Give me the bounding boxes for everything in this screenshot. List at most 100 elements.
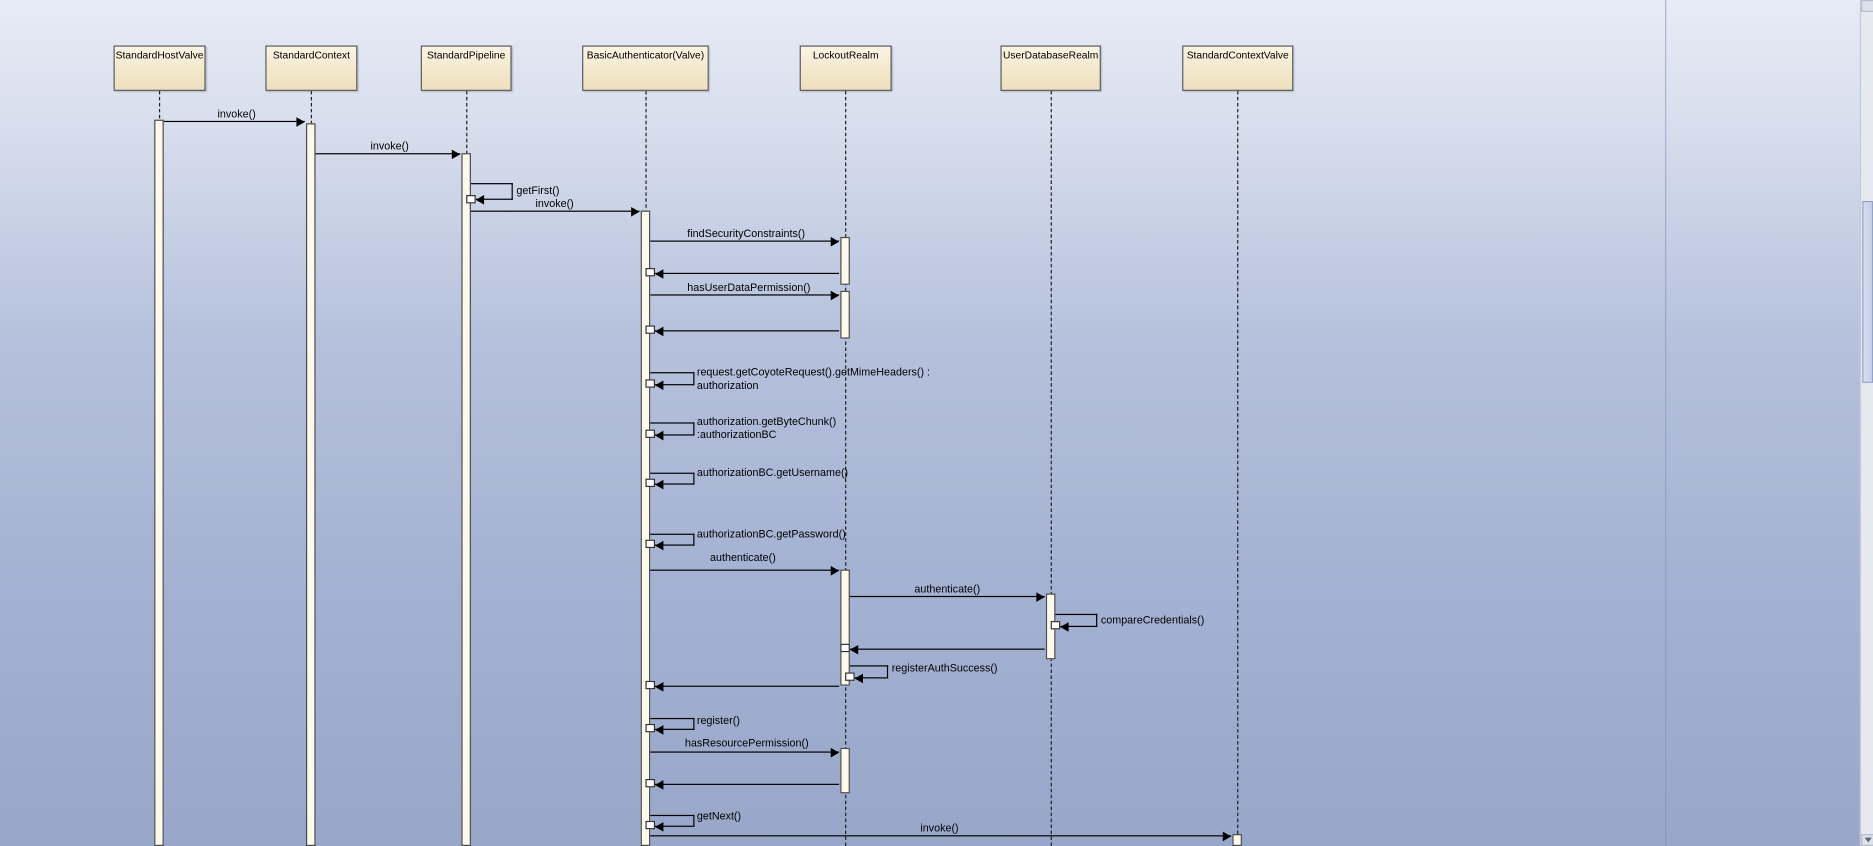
scroll-up-button[interactable]	[1861, 0, 1873, 12]
return-line[interactable]	[655, 685, 840, 687]
message-label: compareCredentials()	[1100, 613, 1205, 626]
return-line[interactable]	[655, 783, 840, 785]
sync-square	[645, 325, 656, 334]
message-label: authorization	[696, 379, 759, 392]
self-call-side-line	[886, 665, 889, 679]
page-divider-line	[1665, 0, 1667, 846]
message-label: findSecurityConstraints()	[687, 227, 806, 240]
message-line[interactable]	[650, 569, 840, 571]
arrowhead-left-icon	[1060, 622, 1069, 632]
message-label: authorizationBC.getPassword()	[696, 527, 846, 540]
arrowhead-left-icon	[849, 644, 859, 655]
arrowhead-right-icon	[830, 290, 840, 301]
message-label: invoke()	[217, 107, 256, 120]
arrowhead-right-icon	[1222, 831, 1232, 842]
sync-square	[645, 379, 656, 388]
message-label: registerAuthSuccess()	[891, 661, 998, 674]
vertical-scrollbar[interactable]	[1859, 0, 1873, 846]
arrowhead-left-icon	[655, 326, 664, 337]
arrowhead-left-icon	[475, 195, 485, 205]
arrowhead-right-icon	[830, 236, 840, 247]
message-line[interactable]	[650, 835, 1232, 837]
message-line[interactable]	[470, 210, 640, 212]
self-call-back-line	[655, 825, 695, 827]
participant-label: StandardContextValve	[1186, 49, 1289, 62]
self-call-side-line	[693, 472, 695, 485]
activation-bar[interactable]	[640, 210, 651, 846]
message-line[interactable]	[163, 120, 305, 123]
self-call-out-line[interactable]	[650, 814, 695, 817]
self-call-side-line	[1096, 613, 1098, 628]
arrowhead-left-icon	[655, 269, 664, 279]
participant-box[interactable]: StandardContextValve	[1182, 45, 1294, 91]
activation-bar[interactable]	[305, 123, 316, 846]
arrowhead-left-icon	[655, 822, 664, 832]
activation-bar[interactable]	[840, 290, 850, 339]
participant-box[interactable]: StandardHostValve	[113, 45, 206, 91]
sync-square	[645, 820, 656, 830]
activation-bar[interactable]	[461, 153, 471, 846]
self-call-back-line	[475, 198, 513, 200]
self-call-back-line	[854, 677, 889, 679]
arrowhead-left-icon	[655, 479, 664, 490]
participant-box[interactable]: StandardContext	[265, 45, 358, 91]
self-call-out-line[interactable]	[470, 183, 513, 185]
sync-square	[645, 680, 656, 690]
message-line[interactable]	[315, 153, 461, 155]
message-label: :authorizationBC	[696, 428, 777, 441]
sync-square	[645, 478, 656, 488]
participant-box[interactable]: BasicAuthenticator(Valve)	[582, 45, 709, 91]
arrowhead-right-icon	[631, 207, 640, 217]
sync-square	[645, 539, 656, 549]
activation-bar[interactable]	[840, 747, 850, 794]
arrowhead-left-icon	[655, 380, 664, 391]
activation-bar[interactable]	[154, 119, 164, 846]
self-call-back-line	[655, 544, 695, 546]
self-call-side-line	[693, 814, 695, 827]
return-line[interactable]	[655, 330, 840, 332]
lifeline	[845, 90, 847, 846]
sync-square	[645, 268, 656, 277]
activation-bar[interactable]	[840, 569, 850, 686]
message-line[interactable]	[650, 240, 840, 242]
participant-label: StandardPipeline	[427, 49, 506, 62]
self-call-side-line	[693, 422, 695, 436]
return-line[interactable]	[655, 272, 840, 275]
self-call-out-line[interactable]	[1055, 613, 1098, 616]
self-call-back-line	[1060, 625, 1098, 628]
message-label: invoke()	[535, 197, 574, 210]
arrowhead-left-icon	[655, 682, 664, 692]
sync-square	[845, 672, 855, 681]
activation-bar[interactable]	[1232, 834, 1242, 846]
arrowhead-left-icon	[655, 780, 664, 790]
sync-square	[645, 723, 656, 733]
self-call-out-line[interactable]	[650, 717, 695, 720]
participant-box[interactable]: StandardPipeline	[420, 45, 512, 91]
message-label: invoke()	[370, 140, 409, 152]
self-call-out-line[interactable]	[849, 665, 889, 667]
self-call-back-line	[655, 384, 695, 386]
activation-bar[interactable]	[840, 236, 850, 285]
message-line[interactable]	[849, 595, 1045, 598]
message-label: register()	[696, 714, 740, 727]
participant-box[interactable]: UserDatabaseRealm	[1000, 45, 1101, 91]
participant-label: StandardContext	[272, 49, 350, 62]
participant-box[interactable]: LockoutRealm	[799, 45, 892, 91]
return-line[interactable]	[849, 648, 1045, 650]
message-label: getNext()	[696, 810, 742, 823]
self-call-out-line[interactable]	[650, 533, 695, 535]
arrowhead-right-icon	[296, 117, 305, 127]
self-call-out-line[interactable]	[650, 422, 695, 424]
sync-square	[645, 429, 656, 438]
scrollbar-thumb[interactable]	[1862, 201, 1873, 383]
message-label: authenticate()	[914, 582, 981, 595]
self-call-out-line[interactable]	[650, 372, 695, 374]
lifeline	[1237, 90, 1239, 846]
message-line[interactable]	[650, 751, 840, 753]
self-call-out-line[interactable]	[650, 472, 695, 474]
message-line[interactable]	[650, 294, 840, 296]
scroll-down-button[interactable]	[1861, 834, 1873, 846]
self-call-back-line	[655, 434, 695, 436]
message-label: hasResourcePermission()	[684, 737, 809, 750]
